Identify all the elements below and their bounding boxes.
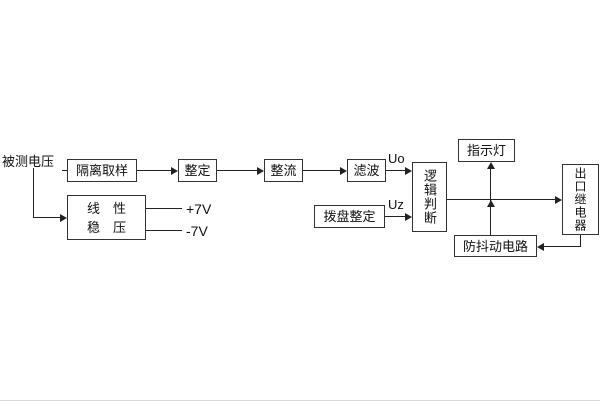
connector-input-to-isolation [62,170,67,171]
arrowhead-into-regulator [60,214,67,222]
block-dial-setting: 拨盘整定 [314,205,385,228]
connector-minus7v [146,230,182,231]
block-indicator-light: 指示灯 [458,139,515,162]
arrowhead-into-rectifier [257,167,264,175]
connector-setting-to-rectifier [217,170,257,171]
label-plus-7v: +7V [186,201,212,217]
arrowhead-into-relay [555,196,562,204]
arrowhead-into-setting [171,167,178,175]
arrowhead-into-indicator [487,162,495,169]
connector-logic-to-relay [447,199,555,200]
block-output-relay: 出口继电器 [562,164,599,235]
arrowhead-into-filter [340,167,347,175]
connector-dial-to-logic [385,216,405,217]
block-linear-regulator-line2: 稳 压 [86,219,126,235]
arrowhead-into-antijitter [537,243,544,251]
arrowhead-uz-into-logic [405,213,412,221]
block-setting: 整定 [178,159,217,182]
connector-isolation-to-setting [137,170,171,171]
connector-branch-to-regulator [33,217,60,218]
connector-relay-to-antijitter [544,246,581,247]
arrowhead-uo-into-logic [405,167,412,175]
block-logic-judgment: 逻辑判断 [412,162,447,232]
block-linear-regulator-line1: 线 性 [86,200,126,216]
block-filter: 滤波 [347,159,386,182]
label-uz: Uz [388,197,404,212]
block-anti-jitter-circuit: 防抖动电路 [454,235,537,257]
block-isolation-sampling: 隔离取样 [67,159,137,182]
connector-filter-to-logic [386,170,405,171]
label-minus-7v: -7V [186,223,208,239]
label-measured-voltage: 被测电压 [2,154,55,169]
arrowhead-feedback-into-line [487,200,495,207]
connector-input-branch-vertical [33,168,34,218]
label-uo: Uo [388,151,405,166]
block-linear-regulator: 线 性 稳 压 [67,195,146,240]
block-rectifier: 整流 [264,159,303,182]
connector-plus7v [146,208,182,209]
connector-relay-down [580,235,581,247]
connector-rectifier-to-filter [303,170,340,171]
